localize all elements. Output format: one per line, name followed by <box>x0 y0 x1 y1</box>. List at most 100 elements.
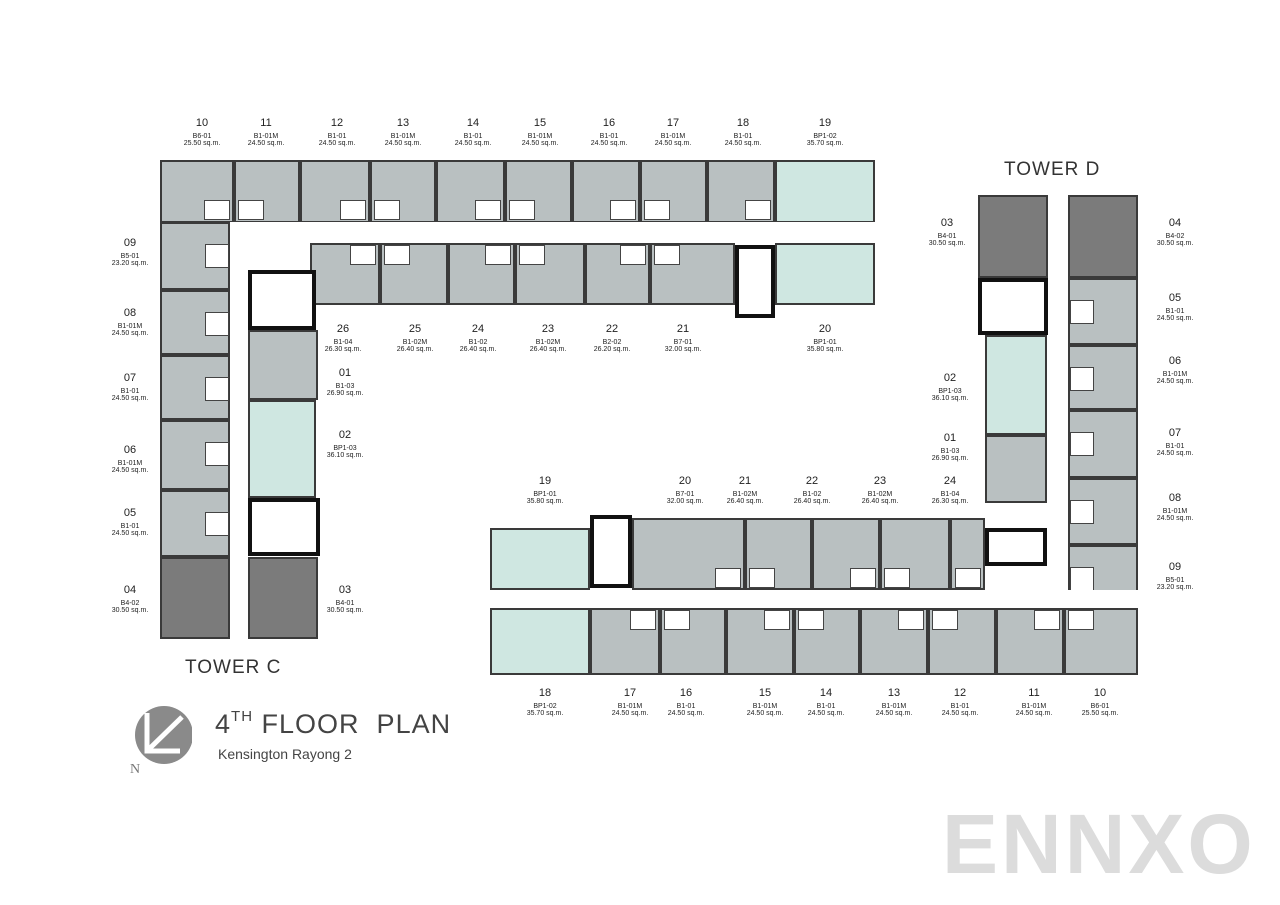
unit-area: 24.50 sq.m. <box>1015 709 1053 717</box>
bathroom <box>1070 300 1094 324</box>
bathroom <box>644 200 670 220</box>
unit-number: 10 <box>195 117 209 129</box>
bathroom <box>384 245 410 265</box>
unit-number: 05 <box>123 507 137 519</box>
unit-number: 24 <box>471 323 485 335</box>
unit-number: 20 <box>678 475 692 487</box>
tower-d-label: TOWER D <box>1004 159 1101 180</box>
bathroom <box>1034 610 1060 630</box>
unit-area: 24.50 sq.m. <box>746 709 784 717</box>
unit-area: 23.20 sq.m. <box>1156 583 1194 591</box>
unit-type: B1-01 <box>599 132 619 140</box>
bathroom <box>620 245 646 265</box>
bathroom <box>238 200 264 220</box>
unit-type: B1-01M <box>527 132 553 140</box>
bathroom <box>519 245 545 265</box>
unit-number: 20 <box>818 323 832 335</box>
unit-area: 35.70 sq.m. <box>526 709 564 717</box>
unit-area: 24.50 sq.m. <box>521 139 559 147</box>
unit-type: B1-01M <box>752 702 778 710</box>
unit-type: BP1-01 <box>813 338 837 346</box>
bathroom <box>205 512 229 536</box>
unit-area: 26.40 sq.m. <box>793 497 831 505</box>
unit-area: 26.40 sq.m. <box>459 345 497 353</box>
unit-number: 16 <box>602 117 616 129</box>
unit-type: B1-01 <box>676 702 696 710</box>
unit-area: 26.90 sq.m. <box>931 454 969 462</box>
unit-c-01 <box>248 330 318 400</box>
unit-number: 19 <box>818 117 832 129</box>
unit-type: B1-01 <box>816 702 836 710</box>
unit-area: 32.00 sq.m. <box>664 345 702 353</box>
unit-type: B1-01M <box>617 702 643 710</box>
unit-type: B6-01 <box>1090 702 1110 710</box>
unit-c-02 <box>248 400 316 498</box>
unit-number: 15 <box>758 687 772 699</box>
unit-area: 35.70 sq.m. <box>806 139 844 147</box>
bathroom <box>340 200 366 220</box>
bathroom <box>884 568 910 588</box>
unit-c-10 <box>160 160 234 223</box>
unit-number: 06 <box>1168 355 1182 367</box>
bathroom <box>350 245 376 265</box>
unit-type: B1-02M <box>732 490 758 498</box>
unit-number: 25 <box>408 323 422 335</box>
unit-d-19 <box>490 528 590 590</box>
unit-area: 36.10 sq.m. <box>326 451 364 459</box>
unit-type: B1-01M <box>1021 702 1047 710</box>
unit-c-20 <box>775 243 875 305</box>
unit-number: 04 <box>1168 217 1182 229</box>
floor-plan-label: FLOOR PLAN <box>261 709 452 739</box>
unit-d-01 <box>985 435 1047 503</box>
unit-number: 03 <box>338 584 352 596</box>
unit-area: 24.50 sq.m. <box>941 709 979 717</box>
unit-number: 16 <box>679 687 693 699</box>
unit-d-04 <box>1068 195 1138 278</box>
bathroom <box>850 568 876 588</box>
bathroom <box>764 610 790 630</box>
unit-number: 22 <box>805 475 819 487</box>
unit-type: B1-01 <box>733 132 753 140</box>
corridor-d-bottom <box>490 590 1138 608</box>
unit-area: 24.50 sq.m. <box>111 329 149 337</box>
unit-number: 13 <box>887 687 901 699</box>
unit-number: 23 <box>541 323 555 335</box>
unit-number: 14 <box>466 117 480 129</box>
unit-number: 12 <box>330 117 344 129</box>
unit-type: BP1-01 <box>533 490 557 498</box>
unit-number: 08 <box>1168 492 1182 504</box>
unit-number: 07 <box>1168 427 1182 439</box>
bathroom <box>1068 610 1094 630</box>
unit-type: B7-01 <box>675 490 695 498</box>
unit-type: B1-02 <box>802 490 822 498</box>
unit-area: 24.50 sq.m. <box>654 139 692 147</box>
unit-type: B1-01M <box>1162 370 1188 378</box>
unit-type: B1-02 <box>468 338 488 346</box>
unit-type: BP1-02 <box>533 702 557 710</box>
unit-area: 24.50 sq.m. <box>1156 314 1194 322</box>
north-label: N <box>130 762 140 777</box>
unit-number: 24 <box>943 475 957 487</box>
unit-area: 24.50 sq.m. <box>667 709 705 717</box>
unit-number: 08 <box>123 307 137 319</box>
unit-number: 02 <box>338 429 352 441</box>
unit-area: 24.50 sq.m. <box>1156 514 1194 522</box>
